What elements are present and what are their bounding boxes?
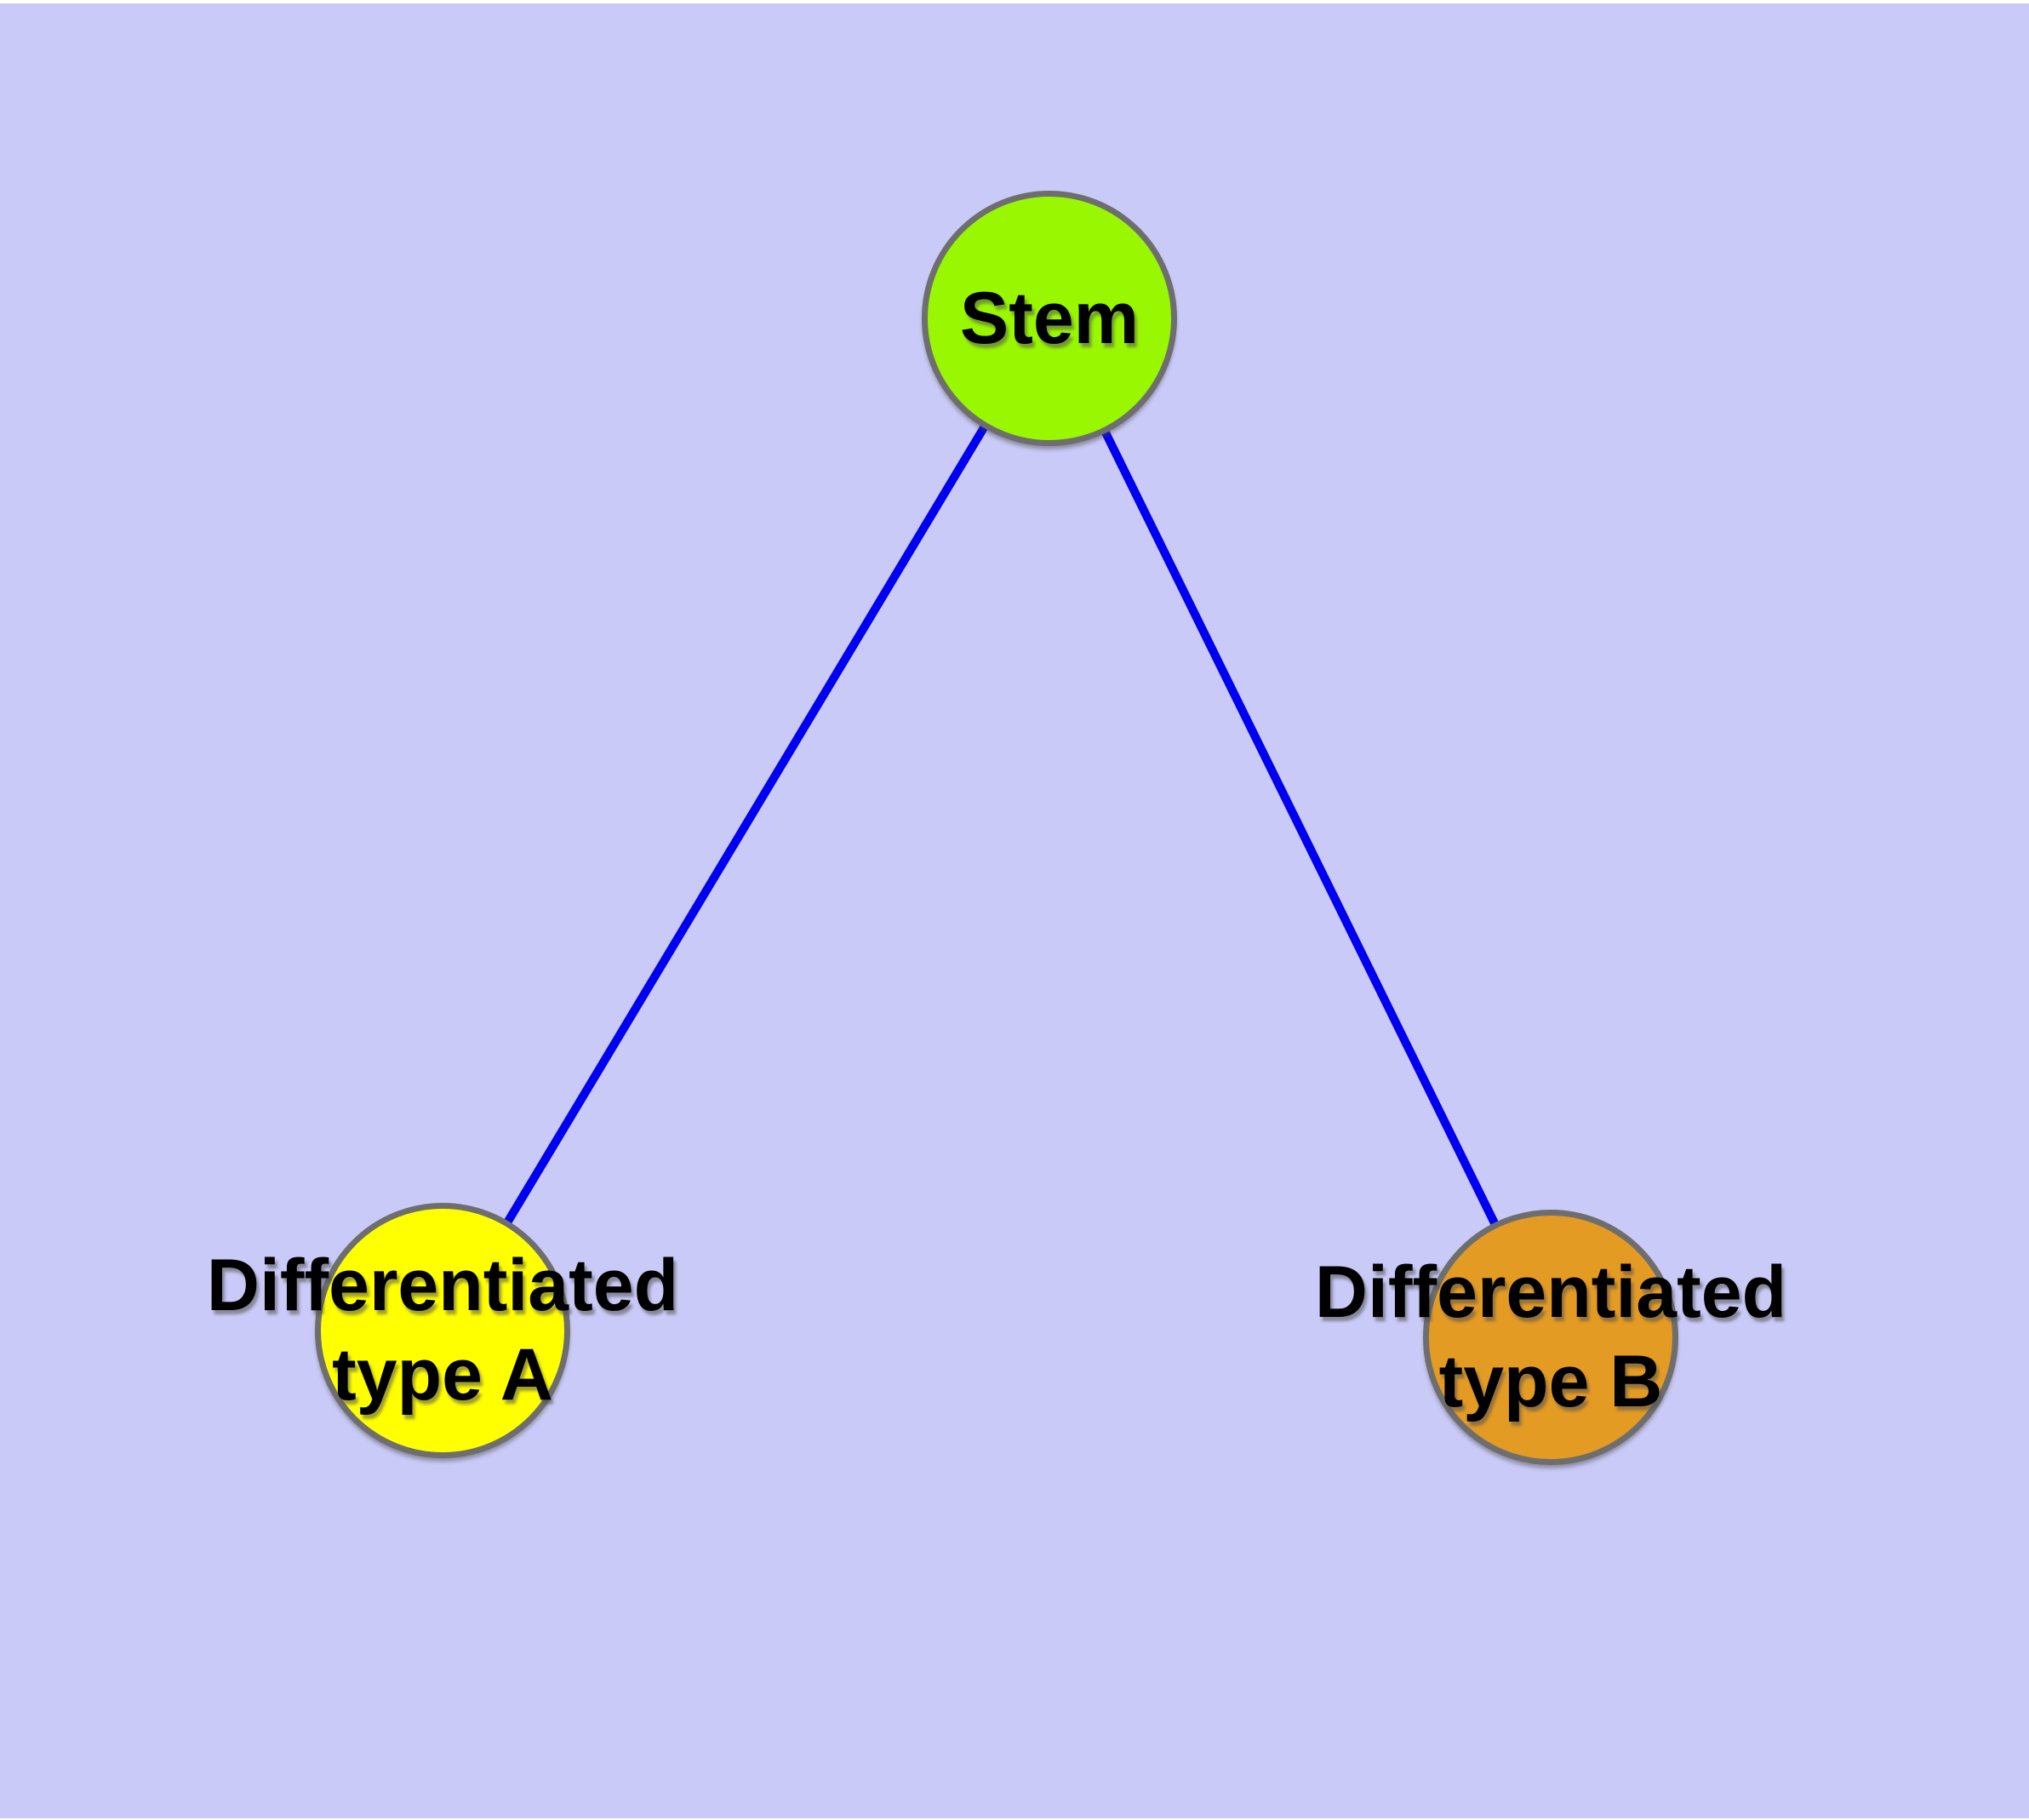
node-differentiated-type-a-circle[interactable] — [315, 1203, 570, 1458]
node-stem-circle[interactable] — [922, 191, 1177, 446]
node-differentiated-type-b-circle[interactable] — [1423, 1210, 1678, 1465]
